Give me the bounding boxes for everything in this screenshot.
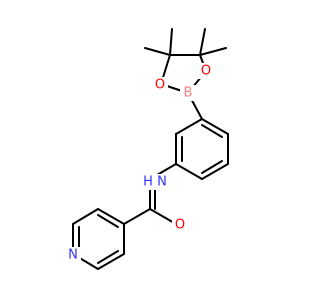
- carbonyl-oxygen-atom: O: [172, 217, 188, 233]
- amide-nitrogen-atom: N: [154, 174, 170, 190]
- bond: [201, 118, 229, 135]
- bond: [97, 208, 125, 225]
- bond: [123, 208, 151, 225]
- svg-text:N: N: [68, 248, 78, 263]
- bond: [149, 208, 177, 225]
- structure-diagram: N O N H B O O: [65, 28, 229, 270]
- ring-oxygen-right-atom: O: [198, 63, 214, 79]
- bond: [175, 163, 203, 180]
- bond: [97, 253, 125, 270]
- svg-text:O: O: [201, 64, 211, 79]
- molecule-canvas: N O N H B O O: [65, 28, 229, 270]
- bond: [199, 47, 227, 56]
- svg-text:O: O: [175, 218, 185, 233]
- ring-oxygen-left-atom: O: [152, 77, 168, 93]
- bond: [169, 28, 173, 56]
- boron-atom: B: [180, 85, 196, 101]
- bond: [201, 163, 229, 180]
- bond: [199, 28, 206, 56]
- bond: [144, 47, 171, 56]
- svg-text:H: H: [143, 175, 153, 190]
- bond-double: [97, 250, 119, 264]
- svg-text:B: B: [184, 86, 193, 101]
- bond: [72, 208, 99, 225]
- bond-double: [201, 160, 223, 174]
- svg-text:N: N: [157, 175, 167, 190]
- svg-text:O: O: [155, 78, 165, 93]
- bond: [175, 118, 203, 135]
- atom-labels: N O N H B O O: [65, 63, 214, 263]
- amide-hydrogen-atom: H: [140, 174, 154, 190]
- bond-double: [97, 214, 119, 228]
- pyridine-nitrogen-atom: N: [65, 247, 81, 263]
- bond-double: [201, 124, 223, 138]
